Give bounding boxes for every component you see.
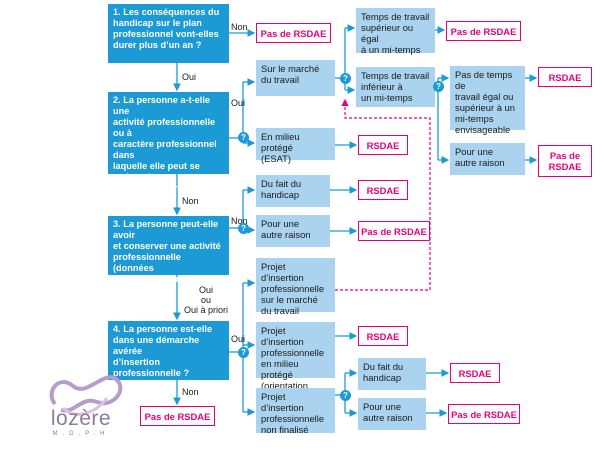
outcome-rsdae-1: RSDAE	[538, 67, 592, 87]
label-oui-ou-apriori: Oui ou Oui à priori	[183, 285, 228, 315]
outcome-rsdae-4: RSDAE	[358, 326, 408, 346]
box-autre-raison-3: Pour une autre raison	[450, 143, 525, 175]
outcome-rsdae-2: RSDAE	[358, 135, 408, 155]
box-pas-temps: Pas de temps de travail égal ou supérieu…	[450, 66, 525, 135]
label-non-1: Non	[231, 22, 248, 32]
outcome-rsdae-3: RSDAE	[358, 180, 408, 200]
question-4: 4. La personne est-elle dans une démarch…	[108, 321, 229, 380]
label-oui-3: Oui	[231, 334, 246, 344]
box-temps-sup: Temps de travail supérieur ou égal à un …	[356, 8, 435, 55]
help-marker-q4: ?	[238, 347, 249, 358]
box-autre-raison-1: Pour une autre raison	[256, 215, 330, 247]
help-marker-temps: ?	[433, 81, 444, 92]
label-oui-2: Oui	[231, 98, 246, 108]
label-non-4: Non	[182, 387, 199, 397]
box-autre-raison-2: Pour une autre raison	[358, 398, 426, 430]
help-marker-marche: ?	[340, 73, 351, 84]
box-fait-handicap-2: Du fait du handicap	[358, 358, 426, 390]
lozere-logo-icon	[49, 375, 123, 416]
question-3: 3. La personne peut-elle avoir et conser…	[108, 216, 229, 284]
outcome-pas-rsdae-3: Pas de RSDAE	[538, 145, 592, 177]
label-oui-1: Oui	[182, 72, 197, 82]
help-marker-q3: ?	[238, 223, 249, 234]
label-non-3: Non	[231, 216, 248, 226]
box-temps-inf: Temps de travail inférieur à un mi-temps	[356, 67, 435, 107]
outcome-pas-rsdae-6: Pas de RSDAE	[140, 406, 215, 426]
box-fait-handicap-1: Du fait du handicap	[256, 175, 330, 207]
box-marche-travail: Sur le marché du travail	[256, 60, 335, 96]
question-2: 2. La personne a-t-elle une activité pro…	[108, 92, 229, 215]
outcome-pas-rsdae-4: Pas de RSDAE	[358, 221, 430, 241]
logo-subtitle: M.D.P.H	[52, 431, 110, 437]
outcome-rsdae-5: RSDAE	[450, 363, 500, 383]
question-1: 1. Les conséquences du handicap sur le p…	[108, 4, 229, 63]
outcome-pas-rsdae-1: Pas de RSDAE	[256, 23, 331, 43]
label-non-2: Non	[182, 196, 199, 206]
help-marker-q2: ?	[238, 132, 249, 143]
box-projet-non-finalise: Projet d’insertion professionnelle non f…	[256, 388, 335, 435]
help-marker-projet: ?	[340, 390, 351, 401]
box-projet-protege: Projet d’insertion professionnelle en mi…	[256, 322, 335, 402]
box-milieu-protege: En milieu protégé (ESAT)	[256, 128, 335, 164]
outcome-pas-rsdae-2: Pas de RSDAE	[446, 21, 521, 41]
outcome-pas-rsdae-5: Pas de RSDAE	[448, 404, 520, 424]
box-projet-marche: Projet d’insertion professionnelle sur l…	[256, 258, 335, 316]
logo-name: lozère	[50, 407, 112, 430]
